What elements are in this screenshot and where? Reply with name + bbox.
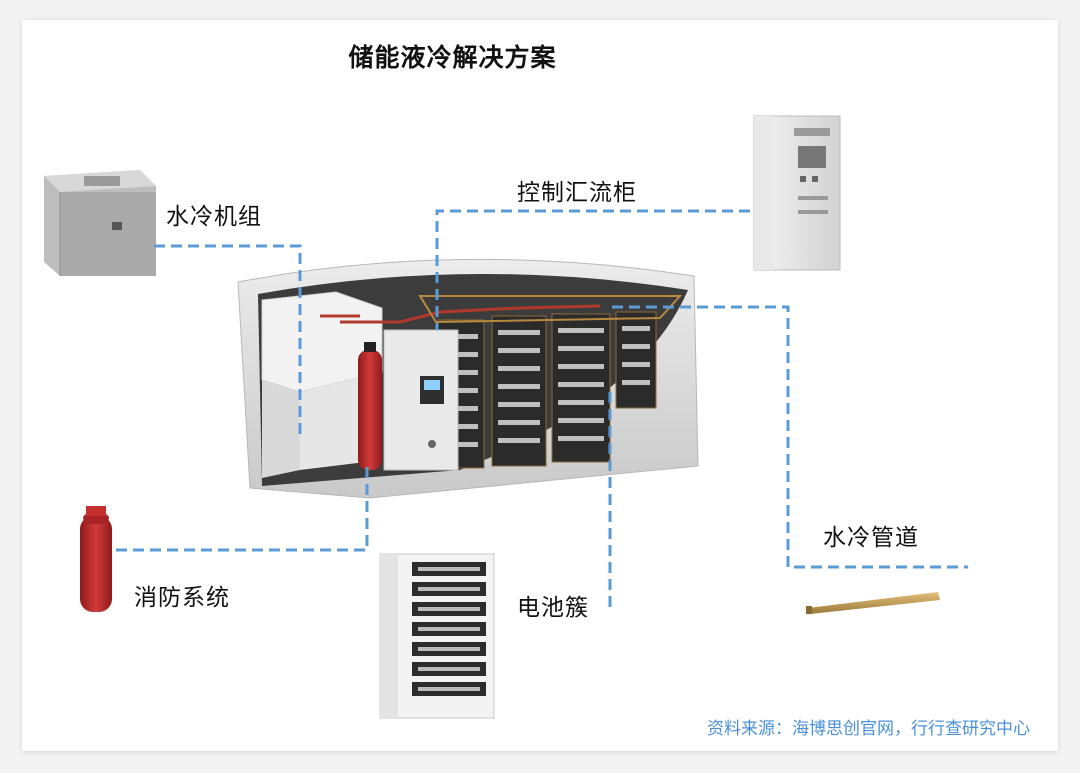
- control-cabinet-image: [753, 115, 841, 271]
- container-battery-racks: [418, 295, 683, 469]
- cooling-pipe-connector: [612, 305, 968, 569]
- chiller-unit-image: [44, 170, 156, 276]
- chiller-connector: [154, 244, 302, 440]
- connector-lines: [116, 209, 968, 610]
- label-battery-cluster: 电池簇: [517, 595, 589, 621]
- control-cabinet-connector: [435, 209, 750, 330]
- cooling-pipe-image: [806, 592, 940, 614]
- label-cooling-pipe: 水冷管道: [823, 525, 919, 551]
- container-image: [237, 258, 699, 499]
- fire-system-connector: [116, 462, 369, 552]
- source-note: 资料来源：海博思创官网，行行查研究中心: [707, 719, 1030, 739]
- fire-extinguisher-image: [80, 506, 112, 612]
- label-fire-system: 消防系统: [134, 585, 230, 611]
- battery-cluster-image: [379, 553, 495, 719]
- label-chiller: 水冷机组: [166, 204, 262, 230]
- label-control-cabinet: 控制汇流柜: [517, 180, 637, 206]
- diagram-title: 储能液冷解决方案: [348, 43, 557, 72]
